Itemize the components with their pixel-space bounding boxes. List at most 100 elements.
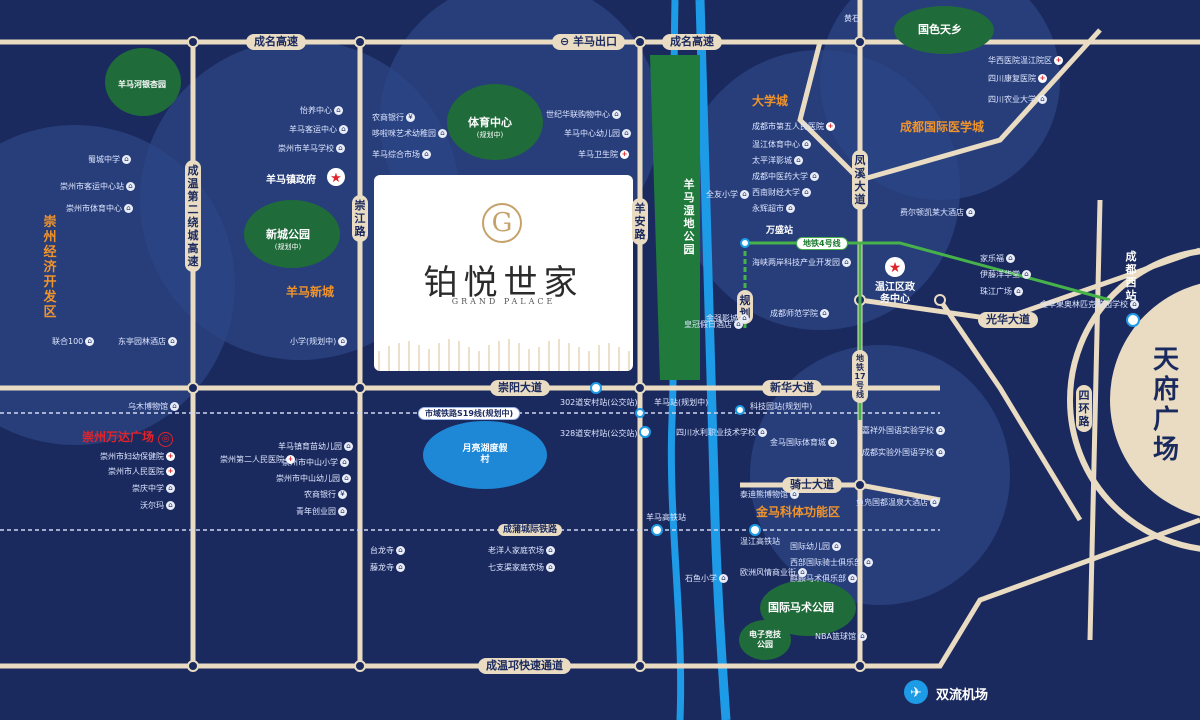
poi-text: 哆啦咪艺术幼稚园 <box>372 129 436 138</box>
building-icon: ⌂ <box>396 563 405 572</box>
lake-yueliang-shape <box>423 421 547 489</box>
poi-label: 东亭园林酒店⌂ <box>118 337 177 347</box>
poi-label: 石鱼小学⌂ <box>685 574 728 584</box>
poi-label: 崇州市妇幼保健院+ <box>100 452 175 462</box>
building-icon: ⌂ <box>126 182 135 191</box>
poi-label: 哆啦咪艺术幼稚园⌂ <box>372 129 447 139</box>
airport-label: 双流机场 <box>936 688 989 703</box>
poi-label: 小学(规划中)⌂ <box>290 337 348 347</box>
building-icon: ⌂ <box>168 337 177 346</box>
building-icon: ⌂ <box>342 474 351 483</box>
poi-label: 崇州市客运中心站⌂ <box>60 182 135 192</box>
poi-text: 台龙寺 <box>370 546 394 555</box>
poi-text: 小学(规划中) <box>290 337 337 346</box>
building-icon: ⌂ <box>930 498 939 507</box>
poi-text: 农商银行 <box>372 113 404 122</box>
road-label-ring2: 成温第二绕城高速 <box>185 160 201 272</box>
poi-text: 崇州市人民医院 <box>108 467 164 476</box>
building-icon: ⌂ <box>336 144 345 153</box>
poi-text: 四川农业大学 <box>988 95 1036 104</box>
building-icon: ⌂ <box>1014 287 1023 296</box>
poi-text: 欧洲风情商业街 <box>740 568 796 577</box>
plane-icon: ✈ <box>910 685 922 701</box>
bank-icon: ¥ <box>338 490 347 499</box>
building-icon: ⌂ <box>546 563 555 572</box>
chengdu-west-label: 成都西站 <box>1125 250 1137 302</box>
road-label-yangan: 羊安路 <box>632 198 648 245</box>
poi-text: 农商银行 <box>304 490 336 499</box>
poi-text: 金马国际体育城 <box>770 438 826 447</box>
poi-label: NBA篮球馆⌂ <box>815 632 867 642</box>
district-yangma-new: 羊马新城 <box>286 285 335 299</box>
halo-jinma <box>750 345 1010 605</box>
poi-text: 珠江广场 <box>980 287 1012 296</box>
poi-label: 成都中医药大学⌂ <box>752 172 819 182</box>
poi-text: 怡养中心 <box>300 106 332 115</box>
poi-label: 崇州第二人民医院+ <box>220 455 295 465</box>
poi-text: 东亭园林酒店 <box>118 337 166 346</box>
building-icon: ⌂ <box>622 129 631 138</box>
building-icon: ⌂ <box>740 314 749 323</box>
poi-label: 西南财经大学⌂ <box>752 188 811 198</box>
park-xincheng-shape <box>244 200 340 268</box>
exit-text: 羊马出口 <box>573 35 618 48</box>
poi-label: 老洋人家庭农场⌂ <box>488 546 555 556</box>
poi-text: 沃尔玛 <box>140 501 164 510</box>
building-icon: ⌂ <box>810 172 819 181</box>
building-icon: ⌂ <box>719 574 728 583</box>
poi-text: 石鱼小学 <box>685 574 717 583</box>
building-icon: ⌂ <box>798 568 807 577</box>
project-card[interactable]: G 铂悦世家 GRAND PALACE <box>374 175 633 371</box>
building-icon: ⌂ <box>124 204 133 213</box>
poi-text: 崇庆中学 <box>132 484 164 493</box>
poi-text: 西南财经大学 <box>752 188 800 197</box>
road-sihuan <box>1087 199 1103 641</box>
poi-label: 嘉祥外国语实验学校⌂ <box>862 426 945 436</box>
poi-text: 太平洋影城 <box>752 156 792 165</box>
park-yinxing-shape <box>105 48 181 116</box>
poi-text: 羊马卫生院 <box>578 150 618 159</box>
road-label-chongyang: 崇阳大道 <box>490 380 550 396</box>
park-sports-shape <box>447 84 543 160</box>
poi-text: 羊马中心幼儿园 <box>564 129 620 138</box>
district-wanda: 崇州万达广场 ◎ <box>82 428 174 447</box>
poi-text: 崇州市羊马学校 <box>278 144 334 153</box>
poi-label: 成都市第五人民医院+ <box>752 122 835 132</box>
poi-label: 温江体育中心⌂ <box>752 140 811 150</box>
park-esports-shape <box>739 620 791 660</box>
wanda-text: 崇州万达广场 <box>82 430 155 444</box>
poi-text: NBA篮球馆 <box>815 632 856 641</box>
building-icon: ⌂ <box>1038 95 1047 104</box>
road-diag-ne <box>859 28 1102 183</box>
poi-text: 伊藤洋华堂 <box>980 270 1020 279</box>
building-icon: ⌂ <box>786 204 795 213</box>
star-icon: ★ <box>330 171 342 186</box>
project-name-en: GRAND PALACE <box>451 297 556 306</box>
building-icon: ⌂ <box>1022 270 1031 279</box>
poi-label: 金强影城⌂ <box>706 314 749 324</box>
tianfu-plaza-label: 天府广场 <box>1152 345 1179 465</box>
building-icon: ⌂ <box>842 258 851 267</box>
poi-label: 太平洋影城⌂ <box>752 156 803 166</box>
building-icon: ⌂ <box>344 442 353 451</box>
road-label-xinhua: 新华大道 <box>762 380 822 396</box>
poi-text: 费尔顿凯莱大酒店 <box>900 208 964 217</box>
building-icon: ⌂ <box>802 188 811 197</box>
hospital-icon: + <box>1054 56 1063 65</box>
river-jinma <box>695 0 731 720</box>
poi-label: 成都实验外国语学校⌂ <box>862 448 945 458</box>
poi-text: 鱼凫国都温泉大酒店 <box>856 498 928 507</box>
poi-label: 藤龙寺⌂ <box>370 563 405 573</box>
halo-medical <box>820 0 1060 200</box>
building-icon: ⌂ <box>966 208 975 217</box>
building-icon: ⌂ <box>612 110 621 119</box>
building-icon: ⌂ <box>936 448 945 457</box>
poi-label: 泰迪熊博物馆⌂ <box>740 490 799 500</box>
poi-label: 费尔顿凯莱大酒店⌂ <box>900 208 975 218</box>
poi-text: 青年创业园 <box>296 507 336 516</box>
hospital-icon: + <box>166 467 175 476</box>
poi-text: 羊马镇育苗幼儿园 <box>278 442 342 451</box>
park-xincheng: 新城公园(规划中) <box>266 228 310 254</box>
poi-text: 皇冠假日酒店 <box>684 320 732 329</box>
